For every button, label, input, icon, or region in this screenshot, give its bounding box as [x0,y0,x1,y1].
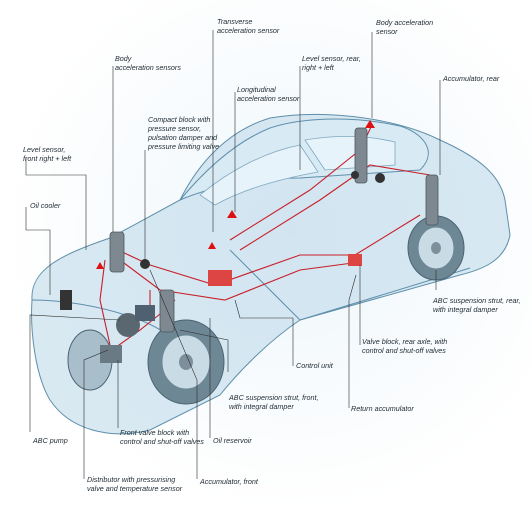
label-level-sensor-front: Level sensor, front right + left [23,145,72,163]
return-accumulator-part [351,171,359,179]
label-front-valve-block: Front valve block with control and shut-… [120,428,204,446]
label-control-unit: Control unit [296,361,333,370]
label-compact-block: Compact block with pressure sensor, puls… [148,115,220,151]
leader-lines [25,30,441,479]
sensor-part [208,242,216,249]
label-oil-cooler: Oil cooler [30,201,61,210]
label-abc-suspension-strut-rear: ABC suspension strut, rear, with integra… [433,296,521,314]
label-abc-pump: ABC pump [33,436,68,445]
abc-pump-part [116,313,140,337]
sensor-part [365,120,375,128]
distributor-part [100,345,122,363]
components [60,120,385,363]
accumulator-front-part [140,259,150,269]
label-accumulator-front: Accumulator, front [200,477,258,486]
suspension-struts [109,127,439,333]
label-accumulator-rear: Accumulator, rear [443,74,500,83]
label-transverse-acceleration-sensor: Transverse acceleration sensor [217,17,280,35]
oil-cooler-part [60,290,72,310]
label-abc-suspension-strut-front: ABC suspension strut, front, with integr… [229,393,319,411]
label-return-accumulator: Return accumulator [351,404,414,413]
label-longitudinal-acceleration-sensor: Longitudinal acceleration sensor [237,85,300,103]
label-oil-reservoir: Oil reservoir [213,436,252,445]
label-valve-block-rear: Valve block, rear axle, with control and… [362,337,448,355]
label-body-acceleration-sensors: Body acceleration sensors [115,54,181,72]
oil-reservoir-part [135,305,155,321]
control-unit-part [208,270,232,286]
sensor-part [227,210,237,218]
accumulator-rear-part [375,173,385,183]
label-distributor: Distributor with pressurising valve and … [87,475,183,493]
valve-block-rear-part [348,254,362,266]
front-wheel [147,319,225,405]
label-body-acceleration-sensor: Body acceleration sensor [376,18,434,36]
sensor-part [96,262,104,269]
label-level-sensor-rear: Level sensor, rear, right + left [302,54,361,72]
